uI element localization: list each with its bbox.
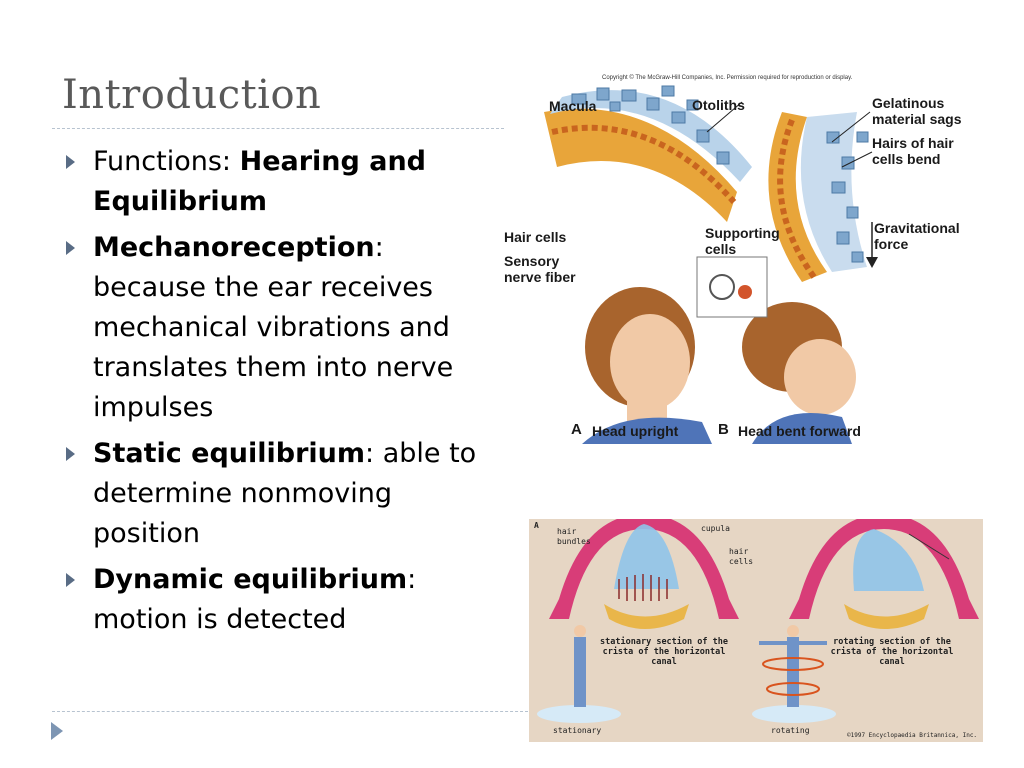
label-macula: Macula [549, 98, 597, 114]
bullet-static-equilibrium: Static equilibrium: able to determine no… [62, 434, 502, 554]
bullet-list: Functions: Hearing and Equilibrium Mecha… [62, 142, 502, 646]
label-hairs-bend: Hairs of hair cells bend [872, 135, 954, 167]
label-gelatinous: Gelatinous material sags [872, 95, 962, 127]
label-a-letter: A [571, 421, 582, 438]
bullet-arrow-icon [66, 447, 75, 461]
label-stationary: stationary [553, 726, 602, 735]
figure-copyright: Copyright © The McGraw-Hill Companies, I… [602, 75, 853, 81]
bullet-dynamic-equilibrium: Dynamic equilibrium: motion is detected [62, 560, 502, 640]
label-hair-cells: Hair cells [504, 229, 567, 245]
bullet-text: : because the ear receives mechanical vi… [93, 232, 454, 423]
label-rotating: rotating [771, 726, 810, 735]
label-rotating-section: rotating section of the crista of the ho… [830, 637, 954, 667]
label-hair-cells: hair cells [729, 547, 754, 566]
label-b-letter: B [718, 421, 729, 438]
bullet-bold-text: Static equilibrium [93, 438, 366, 469]
label-gravitational-force: Gravitational force [874, 220, 960, 252]
bullet-text: : motion is detected [93, 564, 417, 635]
bullet-arrow-icon [66, 241, 75, 255]
label-copyright: ©1997 Encyclopaedia Britannica, Inc. [847, 732, 978, 739]
crista-figure: A hair bundles cupula hair cells station… [529, 519, 983, 742]
label-cupula: cupula [701, 524, 730, 533]
footer-arrow-icon [51, 722, 63, 740]
label-head-bent: Head bent forward [738, 423, 861, 439]
label-head-upright: Head upright [592, 423, 679, 439]
bullet-arrow-icon [66, 155, 75, 169]
footer-divider [52, 711, 528, 712]
bullet-arrow-icon [66, 573, 75, 587]
label-otoliths: Otoliths [692, 97, 745, 113]
bullet-text: : able to determine nonmoving position [93, 438, 477, 549]
label-stationary-section: stationary section of the crista of the … [600, 637, 728, 667]
bullet-bold-text: Mechanoreception [93, 232, 375, 263]
panel-letter: A [534, 521, 539, 530]
label-hair-bundles: hair bundles [557, 527, 591, 546]
bullet-functions: Functions: Hearing and Equilibrium [62, 142, 502, 222]
macula-figure: Copyright © The McGraw-Hill Companies, I… [502, 72, 992, 444]
bullet-bold-text: Hearing and Equilibrium [93, 146, 427, 217]
slide-title: Introduction [62, 72, 322, 118]
bullet-mechanoreception: Mechanoreception: because the ear receiv… [62, 228, 502, 428]
bullet-text: Functions: [93, 146, 240, 177]
crista-illustration [537, 519, 979, 723]
label-supporting-cells: Supporting cells [705, 225, 780, 257]
label-sensory-nerve: Sensory nerve fiber [504, 253, 576, 285]
macula-illustration [544, 85, 878, 444]
bullet-bold-text: Dynamic equilibrium [93, 564, 408, 595]
title-divider [52, 128, 504, 129]
